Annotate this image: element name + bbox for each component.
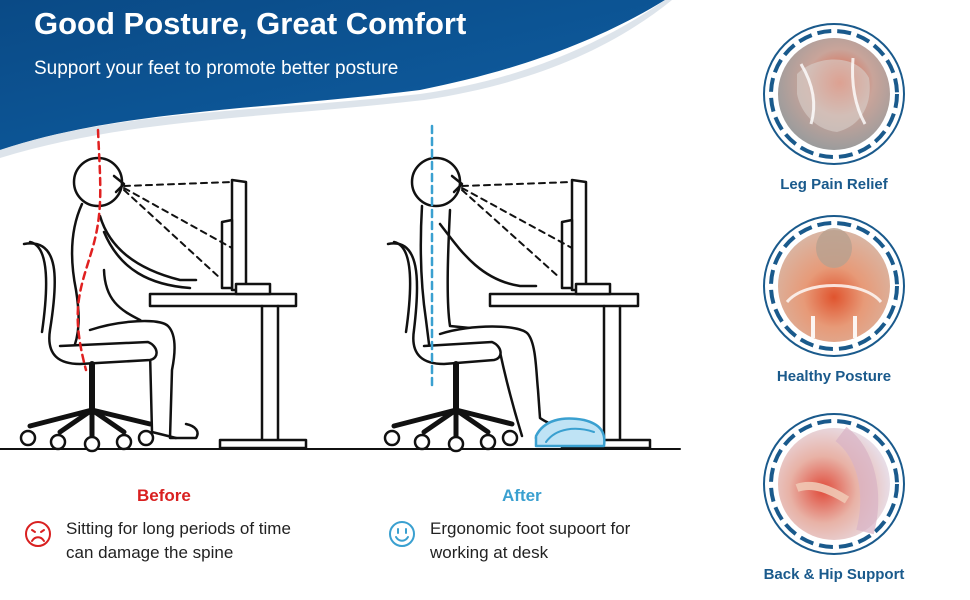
before-description-line1: Sitting for long periods of time	[66, 519, 291, 538]
neck-shoulder-icon	[763, 215, 905, 357]
page-title: Good Posture, Great Comfort	[34, 6, 467, 41]
leg-knee-icon	[763, 23, 905, 165]
after-description-line1: Ergonomic foot supoort for	[430, 519, 631, 538]
posture-comparison-drawing	[0, 124, 681, 453]
benefit-label: Back & Hip Support	[763, 566, 905, 583]
benefit-back-hip-support: Back & Hip Support	[754, 404, 914, 583]
benefit-label: Leg Pain Relief	[780, 176, 888, 193]
benefit-leg-pain-relief: Leg Pain Relief	[754, 14, 914, 193]
before-label: Before	[137, 486, 191, 505]
after-description: Ergonomic foot supoort for working at de…	[430, 517, 630, 565]
header-banner: Good Posture, Great Comfort Support your…	[0, 0, 970, 160]
hip-icon	[763, 413, 905, 555]
after-description-line2: working at desk	[430, 543, 549, 562]
before-description-line2: can damage the spine	[66, 543, 234, 562]
benefit-label: Healthy Posture	[776, 368, 892, 385]
before-figure	[19, 128, 308, 453]
happy-face-icon	[388, 520, 416, 553]
after-figure	[383, 124, 652, 453]
before-description: Sitting for long periods of time can dam…	[66, 517, 291, 565]
benefit-healthy-posture: Healthy Posture	[754, 206, 914, 385]
page-subtitle: Support your feet to promote better post…	[34, 58, 399, 79]
sad-face-icon	[24, 520, 52, 553]
header-wave-shape	[0, 0, 672, 158]
after-label: After	[502, 486, 542, 505]
posture-illustration	[0, 120, 700, 460]
